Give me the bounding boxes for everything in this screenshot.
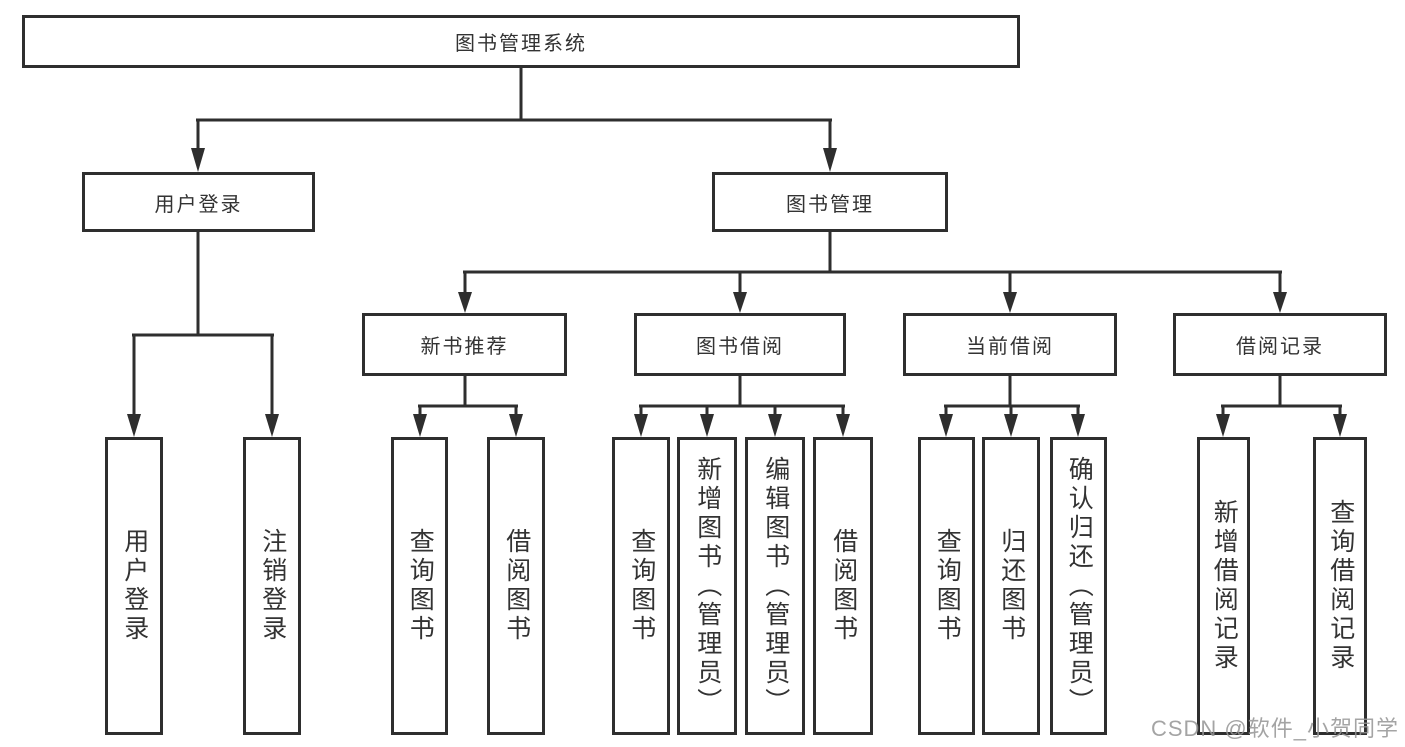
leaf-edit-books-admin-label: 编辑图书（管理员） <box>761 455 790 717</box>
leaf-query-books-current: 查询图书 <box>918 437 975 735</box>
node-root-label: 图书管理系统 <box>455 33 587 55</box>
node-new-book-recommendation: 新书推荐 <box>362 313 567 376</box>
connector-root-to-level2 <box>191 68 837 172</box>
node-book-management-label: 图书管理 <box>786 193 874 216</box>
connector-current-borrow-branch <box>939 376 1085 437</box>
node-new-book-recommendation-label: 新书推荐 <box>420 336 509 358</box>
leaf-edit-books-admin: 编辑图书（管理员） <box>745 437 805 735</box>
leaf-query-books-rec-label: 查询图书 <box>406 528 435 644</box>
leaf-add-borrow-record: 新增借阅记录 <box>1197 437 1250 735</box>
leaf-return-books-label: 归还图书 <box>997 528 1026 644</box>
leaf-add-books-admin: 新增图书（管理员） <box>677 437 737 735</box>
leaf-borrow-books: 借阅图书 <box>813 437 873 735</box>
csdn-watermark: CSDN @软件_小贺同学 <box>1150 716 1399 741</box>
leaf-query-books-rec: 查询图书 <box>391 437 448 735</box>
leaf-borrow-books-rec: 借阅图书 <box>487 437 545 735</box>
connector-book-borrow-branch <box>634 376 850 437</box>
leaf-query-books-borrow: 查询图书 <box>612 437 670 735</box>
leaf-query-borrow-record: 查询借阅记录 <box>1313 437 1367 735</box>
node-user-login: 用户登录 <box>82 172 315 232</box>
leaf-user-login: 用户登录 <box>105 437 163 735</box>
leaf-confirm-return-admin: 确认归还（管理员） <box>1050 437 1107 735</box>
leaf-confirm-return-admin-label: 确认归还（管理员） <box>1065 455 1094 717</box>
connector-user-login-branch <box>127 232 279 437</box>
leaf-query-books-current-label: 查询图书 <box>933 528 962 644</box>
leaf-logout-label: 注销登录 <box>258 528 287 644</box>
leaf-query-books-borrow-label: 查询图书 <box>627 528 656 644</box>
leaf-add-books-admin-label: 新增图书（管理员） <box>693 455 722 717</box>
connector-new-book-rec-branch <box>413 376 523 437</box>
node-borrowing-records-label: 借阅记录 <box>1236 336 1324 358</box>
leaf-user-login-label: 用户登录 <box>120 528 149 644</box>
node-book-borrowing: 图书借阅 <box>634 313 846 376</box>
node-root-system: 图书管理系统 <box>22 15 1020 68</box>
leaf-borrow-books-label: 借阅图书 <box>829 528 858 644</box>
node-borrowing-records: 借阅记录 <box>1173 313 1387 376</box>
leaf-return-books: 归还图书 <box>982 437 1040 735</box>
node-current-borrowing: 当前借阅 <box>903 313 1117 376</box>
leaf-query-borrow-record-label: 查询借阅记录 <box>1326 499 1355 673</box>
node-book-management: 图书管理 <box>712 172 948 232</box>
node-user-login-label: 用户登录 <box>154 193 243 216</box>
leaf-borrow-books-rec-label: 借阅图书 <box>502 528 531 644</box>
connector-borrow-records-branch <box>1216 376 1347 437</box>
leaf-logout: 注销登录 <box>243 437 301 735</box>
leaf-add-borrow-record-label: 新增借阅记录 <box>1210 499 1239 673</box>
node-current-borrowing-label: 当前借阅 <box>966 336 1054 358</box>
connector-book-mgmt-to-level3 <box>458 232 1287 313</box>
node-book-borrowing-label: 图书借阅 <box>696 336 784 358</box>
